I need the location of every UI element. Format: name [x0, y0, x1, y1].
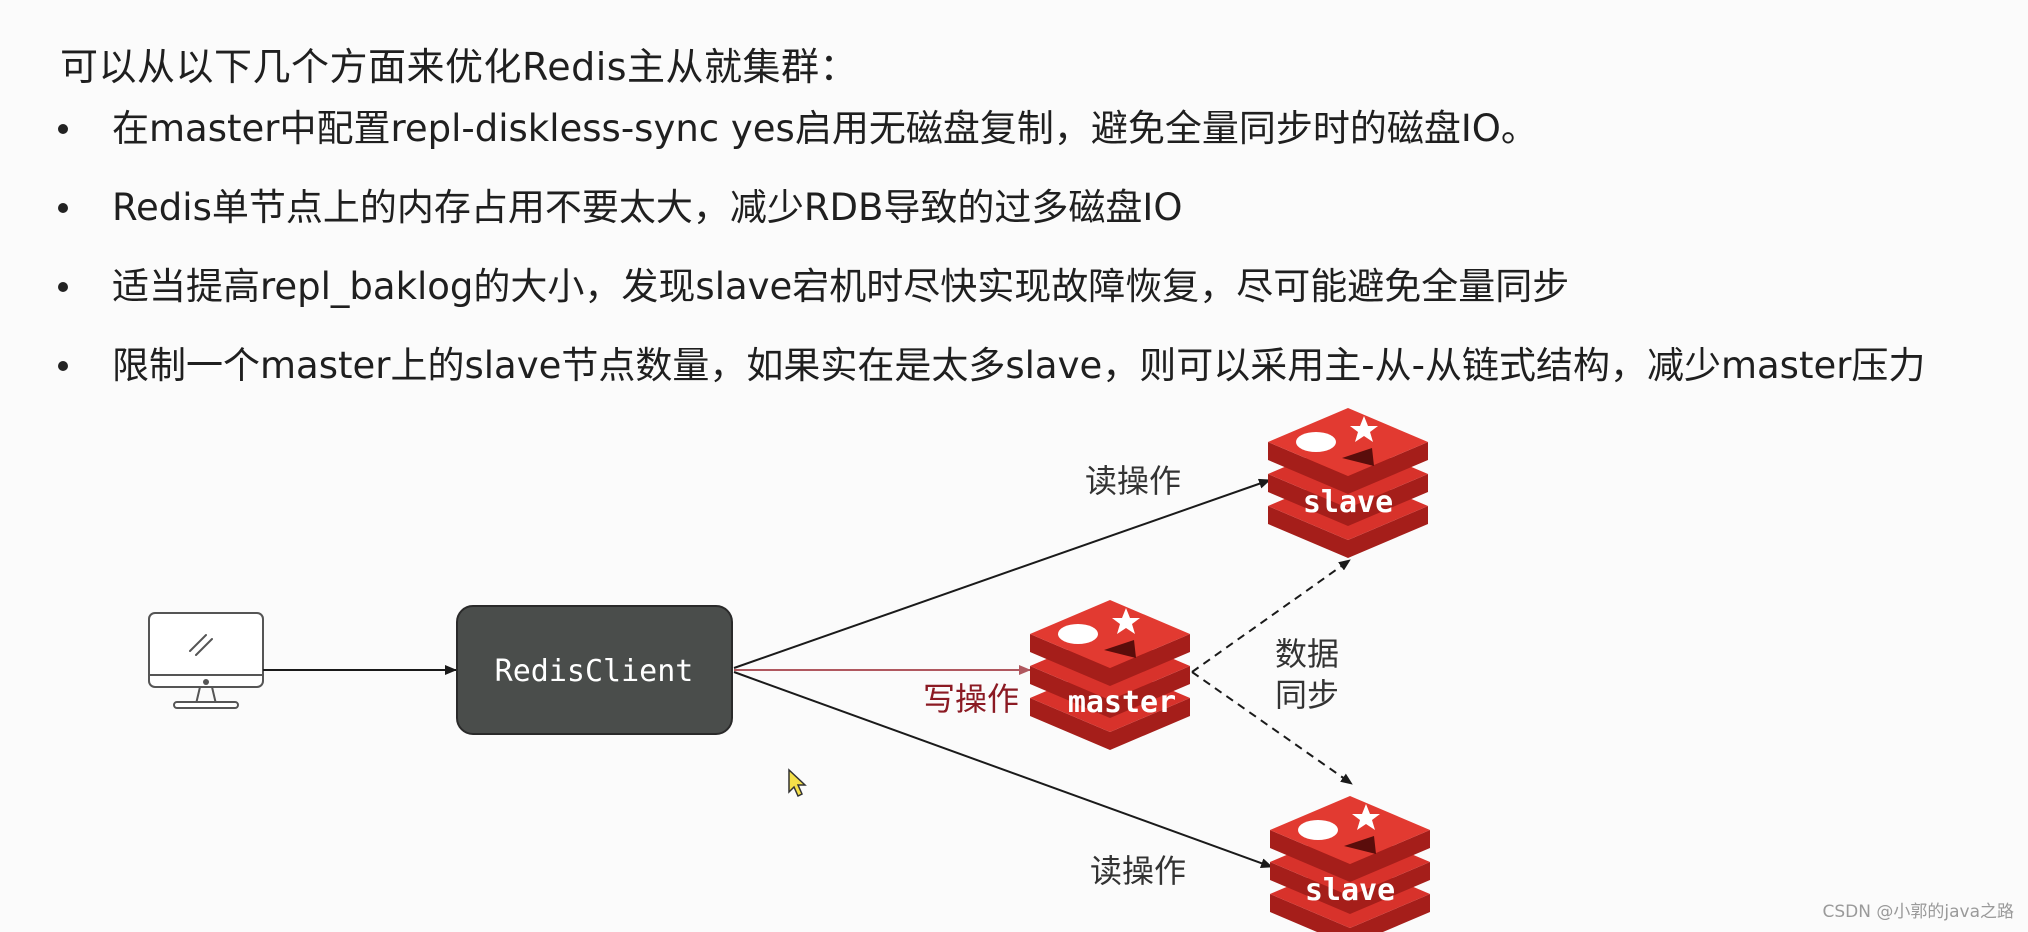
watermark: CSDN @小郭的java之路	[1822, 902, 2015, 922]
bullet-dot	[58, 282, 68, 292]
master-label: master	[1068, 685, 1176, 720]
bullet-item: Redis单节点上的内存占用不要太大，减少RDB导致的过多磁盘IO	[56, 183, 1925, 262]
optimization-list: 在master中配置repl-diskless-sync yes启用无磁盘复制，…	[56, 104, 1925, 420]
slave-node-top: slave	[1268, 408, 1428, 558]
read-op-label-bottom: 读操作	[1090, 852, 1186, 890]
redis-logo-icon	[1268, 408, 1428, 558]
bullet-dot	[58, 124, 68, 134]
read-op-label-top: 读操作	[1085, 462, 1181, 500]
redis-logo-icon	[1270, 796, 1430, 932]
redis-logo-icon	[1030, 600, 1190, 750]
sync-arrow-top	[1191, 559, 1351, 673]
master-node: master	[1030, 600, 1190, 750]
write-op-label: 写操作	[923, 680, 1019, 718]
bullet-text: Redis单节点上的内存占用不要太大，减少RDB导致的过多磁盘IO	[112, 186, 1183, 229]
read-arrow-top	[733, 478, 1271, 669]
sync-label-line2: 同步	[1275, 676, 1339, 714]
page-heading: 可以从以下几个方面来优化Redis主从就集群：	[60, 45, 859, 89]
bullet-item: 在master中配置repl-diskless-sync yes启用无磁盘复制，…	[56, 104, 1925, 183]
bullet-item: 适当提高repl_baklog的大小，发现slave宕机时尽快实现故障恢复，尽可…	[56, 262, 1925, 341]
bullet-text: 限制一个master上的slave节点数量，如果实在是太多slave，则可以采用…	[112, 344, 1926, 387]
mouse-cursor-icon	[788, 768, 807, 798]
bullet-dot	[58, 361, 68, 371]
slave-bottom-label: slave	[1305, 873, 1395, 908]
bullet-dot	[58, 203, 68, 213]
sync-arrow-bottom	[1191, 671, 1353, 785]
slave-node-bottom: slave	[1270, 796, 1430, 932]
bullet-item: 限制一个master上的slave节点数量，如果实在是太多slave，则可以采用…	[56, 341, 1925, 420]
bullet-text: 在master中配置repl-diskless-sync yes启用无磁盘复制，…	[112, 107, 1538, 150]
replication-diagram: RedisClient 读操作 写操作 读操作 slave master sla…	[148, 408, 1430, 932]
computer-icon	[148, 612, 264, 709]
bullet-text: 适当提高repl_baklog的大小，发现slave宕机时尽快实现故障恢复，尽可…	[112, 265, 1570, 308]
redis-client-label: RedisClient	[495, 654, 694, 689]
read-arrow-bottom	[733, 671, 1273, 868]
slave-top-label: slave	[1303, 485, 1393, 520]
sync-label-line1: 数据	[1275, 635, 1339, 673]
redis-client-box: RedisClient	[456, 605, 733, 735]
